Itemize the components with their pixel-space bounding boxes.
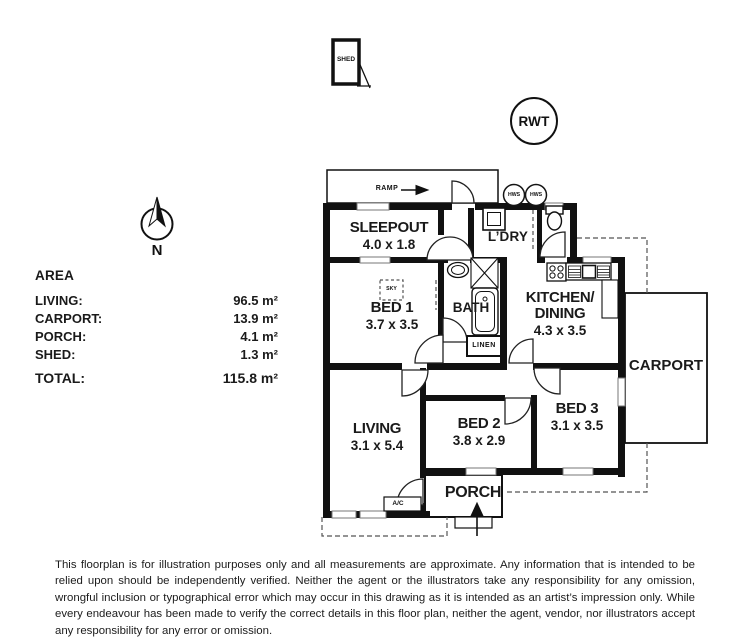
room-label-living: LIVING 3.1 x 5.4 [350, 420, 404, 453]
area-row-living: LIVING: 96.5 m² [35, 292, 278, 310]
area-row-value: 1.3 m² [240, 347, 278, 362]
dashed-verandah-outline [321, 517, 448, 537]
area-row-porch: PORCH: 4.1 m² [35, 328, 278, 346]
north-label: N [151, 242, 163, 259]
area-table-title: AREA [35, 268, 75, 283]
room-label-bath: BATH [452, 300, 490, 315]
area-row-value: 115.8 m² [222, 370, 278, 386]
room-label-bed1: BED 1 3.7 x 3.5 [365, 299, 419, 332]
area-row-label: SHED: [35, 347, 76, 362]
area-row-label: LIVING: [35, 293, 83, 308]
ramp-outline [326, 169, 499, 204]
area-row-label: PORCH: [35, 329, 87, 344]
bath-door-arc [442, 317, 468, 343]
bed2-door-arc [504, 397, 532, 425]
basin-icon [446, 261, 470, 279]
ramp-label: RAMP [375, 185, 399, 192]
shed-label: SHED [336, 56, 356, 63]
area-row-value: 4.1 m² [240, 329, 278, 344]
living-door-arc [401, 369, 429, 397]
kitchen-door-arc [508, 338, 534, 364]
room-label-ldry: L’DRY [487, 229, 529, 244]
dashed-eave-line [504, 237, 648, 493]
sky-label: SKY [386, 286, 397, 292]
ac-label: A/C [392, 500, 404, 507]
sleepout-door-arc [426, 236, 474, 261]
sink-bench-icon [565, 262, 612, 281]
area-row-carport: CARPORT: 13.9 m² [35, 310, 278, 328]
room-label-bed3: BED 3 3.1 x 3.5 [550, 400, 604, 433]
room-label-kitchen: KITCHEN/ DINING 4.3 x 3.5 [525, 289, 595, 338]
hws-circle-2 [524, 183, 548, 207]
area-table: AREA LIVING: 96.5 m² CARPORT: 13.9 m² PO… [35, 268, 278, 387]
shower-icon [470, 257, 499, 289]
hws-label-1: HWS [507, 191, 521, 198]
area-row-value: 13.9 m² [233, 311, 278, 326]
bed3-door-arc [533, 367, 561, 395]
area-row-shed: SHED: 1.3 m² [35, 346, 278, 364]
hws-circle-1 [502, 183, 526, 207]
door-arcs [396, 180, 566, 506]
rwt-circle [510, 97, 558, 145]
windows [331, 202, 626, 519]
laundry-trough-icon [482, 207, 506, 231]
hws-label-2: HWS [529, 191, 543, 198]
porch-step [454, 516, 493, 529]
disclaimer-text: This floorplan is for illustration purpo… [55, 559, 695, 637]
ramp-arrow [401, 184, 430, 196]
entry-arrow [470, 501, 484, 536]
room-label-sleepout: SLEEPOUT 4.0 x 1.8 [349, 219, 429, 252]
skylight-outline [379, 279, 404, 301]
linen-cupboard [466, 335, 502, 357]
walls [323, 203, 625, 518]
room-label-porch: PORCH [444, 484, 502, 501]
linen-label: LINEN [472, 342, 496, 349]
shed-outline [331, 38, 371, 89]
room-label-carport: CARPORT [628, 357, 704, 374]
area-row-label: TOTAL: [35, 370, 86, 386]
area-row-label: CARPORT: [35, 311, 103, 326]
area-row-total: TOTAL: 115.8 m² [35, 369, 278, 387]
area-row-value: 96.5 m² [233, 293, 278, 308]
carport-outline [624, 292, 708, 444]
compass-icon [140, 196, 174, 241]
kitchen-bench-return [601, 279, 619, 319]
toilet-icon [545, 205, 564, 231]
stove-icon [546, 262, 567, 282]
back-door-arc [451, 180, 475, 204]
wc-door-arc [539, 231, 566, 258]
room-label-bed2: BED 2 3.8 x 2.9 [452, 415, 506, 448]
rwt-label: RWT [518, 114, 550, 129]
ac-unit [383, 496, 422, 512]
bed1-door-arc [414, 334, 444, 364]
